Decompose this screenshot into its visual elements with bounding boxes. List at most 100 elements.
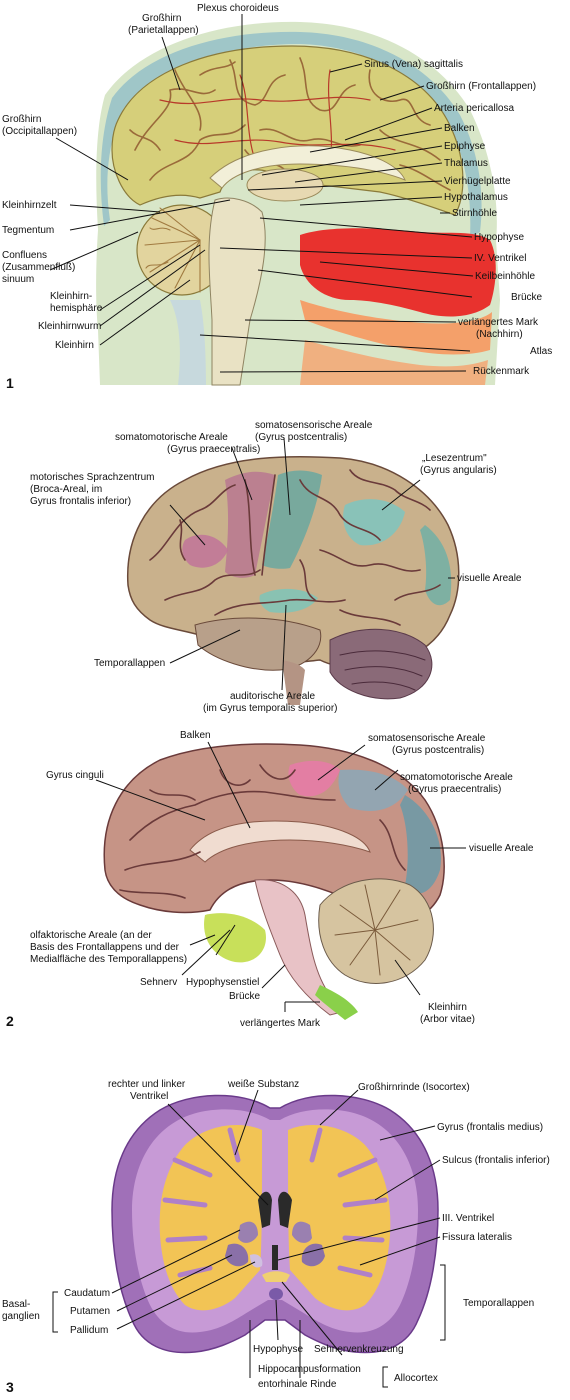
label-postcentralis-a: (Gyrus postcentralis) [255,432,347,443]
medial-sulci [119,764,406,899]
label-grosshirnrinde: Großhirnrinde (Isocortex) [358,1082,470,1093]
label-broca: (Broca-Areal, im [30,484,102,495]
pallidum [250,1254,263,1268]
corpus-callosum [209,145,406,189]
label-gyrus-frontalis: Gyrus (frontalis medius) [437,1122,543,1133]
label-thalamus: Thalamus [444,158,488,169]
label-sinus-sagittalis: Sinus (Vena) sagittalis [364,59,463,70]
label-kleinhirn: Kleinhirn [55,340,94,351]
label-balken-b: Balken [180,730,211,741]
label-visuelle-areale-b: visuelle Areale [469,843,534,854]
label-parietallappen: (Parietallappen) [128,25,199,36]
label-somatosensor-b: somatosensorische Areale [368,733,486,744]
putamen [225,1243,249,1267]
panel-1-number: 1 [6,375,14,391]
somatomotor-area-b [338,769,408,811]
label-arbor-vitae: (Arbor vitae) [420,1014,475,1025]
label-iii-ventrikel: III. Ventrikel [442,1213,494,1224]
lateral-cerebellum [329,628,433,700]
label-auditorische: auditorische Areale [230,691,315,702]
corpus-callosum-b [189,820,371,863]
panel-3-number: 3 [6,1379,14,1395]
label-kleinhirnzelt: Kleinhirnzelt [2,200,57,211]
label-gyrus-cinguli: Gyrus cinguli [46,770,104,781]
panel-1-sagittal-section: Plexus choroideus Großhirn (Parietallapp… [2,3,552,391]
panel-3-coronal-section: rechter und linker Ventrikel weiße Subst… [2,1079,550,1395]
panel-2-lateral-brain: somatomotorische Areale (Gyrus praecentr… [30,420,522,714]
label-kleinhirn-hemi: Kleinhirn- [50,291,92,302]
label-stirnhoehle: Stirnhöhle [452,208,497,219]
label-somatomotor-a: somatomotorische Areale [115,432,228,443]
label-basalganglien-1: Basal- [2,1299,30,1310]
mouth-lower [300,340,488,385]
panel-2-medial-brain: Balken somatosensorische Areale (Gyrus p… [6,730,534,1029]
label-grosshirn-occipital: Großhirn [2,114,41,125]
label-praecentralis-b: (Gyrus praecentralis) [408,784,501,795]
panel-2a-labels: somatomotorische Areale (Gyrus praecentr… [30,420,522,714]
vertebral-column [170,300,206,385]
label-gyrus-angularis: (Gyrus angularis) [420,465,497,476]
label-medialflaeche: Medialfläche des Temporallappens) [30,954,187,965]
cerebellum-folia-a [339,650,426,691]
lateral-ventricles [258,1191,292,1228]
label-verlaengertes-mark: verlängertes Mark [458,317,539,328]
label-putamen: Putamen [70,1306,110,1317]
label-kleinhirnwurm: Kleinhirnwurm [38,321,101,332]
label-iv-ventrikel: IV. Ventrikel [474,253,526,264]
label-fissura-lateralis: Fissura lateralis [442,1232,512,1243]
thalamus [246,168,324,202]
panel-3-labels: rechter und linker Ventrikel weiße Subst… [2,1079,550,1395]
lateral-temporal-lobe [194,617,322,671]
label-pallidum: Pallidum [70,1325,108,1336]
panel-2a-leader-lines [169,437,455,691]
panel-3-leader-lines [52,1089,446,1388]
label-frontalis-inferior: Gyrus frontalis inferior) [30,496,131,507]
label-plexus-choroideus: Plexus choroideus [197,3,279,14]
label-balken: Balken [444,123,475,134]
arbor-vitae-b [334,884,419,976]
label-allocortex: Allocortex [394,1373,438,1384]
label-vierhuegelplatte: Vierhügelplatte [444,176,511,187]
broca-area [182,534,228,568]
label-hypophysenstiel: Hypophysenstiel [186,977,259,988]
label-kleinhirn-b: Kleinhirn [428,1002,467,1013]
label-frontallappen: Großhirn (Frontallappen) [426,81,536,92]
label-basalganglien-2: ganglien [2,1311,40,1322]
label-bruecke: Brücke [511,292,543,303]
label-praecentralis-a: (Gyrus praecentralis) [167,444,260,455]
visual-area-a [420,525,452,606]
palate-tongue [300,300,492,355]
third-ventricle [272,1245,278,1270]
label-temporalis-superior: (im Gyrus temporalis superior) [203,703,337,714]
label-arteria-pericallosa: Arteria pericallosa [434,103,514,114]
label-bruecke-b: Brücke [229,991,261,1002]
label-sehnerv: Sehnerv [140,977,177,988]
label-ventrikel: Ventrikel [130,1091,168,1102]
label-rechter-linker: rechter und linker [108,1079,186,1090]
label-keilbeinhoehle: Keilbeinhöhle [475,271,535,282]
panel-2b-leader-lines [95,741,466,1012]
label-hypophyse-3: Hypophyse [253,1344,303,1355]
panel-2-number: 2 [6,1013,14,1029]
label-confluens: Confluens [2,250,47,261]
label-sulcus-frontalis: Sulcus (frontalis inferior) [442,1155,550,1166]
arbor-vitae [144,207,201,293]
label-grosshirn-parietal: Großhirn [142,13,181,24]
label-weisse-substanz: weiße Substanz [227,1079,299,1090]
label-hypothalamus: Hypothalamus [444,192,508,203]
label-hypophyse: Hypophyse [474,232,524,243]
caudatum [238,1221,258,1243]
somatosens-area-b [288,760,340,797]
nasal-cavity [300,228,496,317]
label-somatomotor-b: somatomotorische Areale [400,772,513,783]
label-entorhinale-rinde: entorhinale Rinde [258,1379,337,1390]
angular-area [343,499,405,546]
coronal-gyri [162,1127,388,1278]
label-temporallappen-a: Temporallappen [94,658,165,669]
label-atlas: Atlas [530,346,552,357]
hypophysis [269,1288,283,1300]
label-epiphyse: Epiphyse [444,141,486,152]
label-basis-frontallappen: Basis des Frontallappens und der [30,942,180,953]
label-temporallappen-3: Temporallappen [463,1298,534,1309]
panel-2b-labels: Balken somatosensorische Areale (Gyrus p… [6,730,534,1029]
